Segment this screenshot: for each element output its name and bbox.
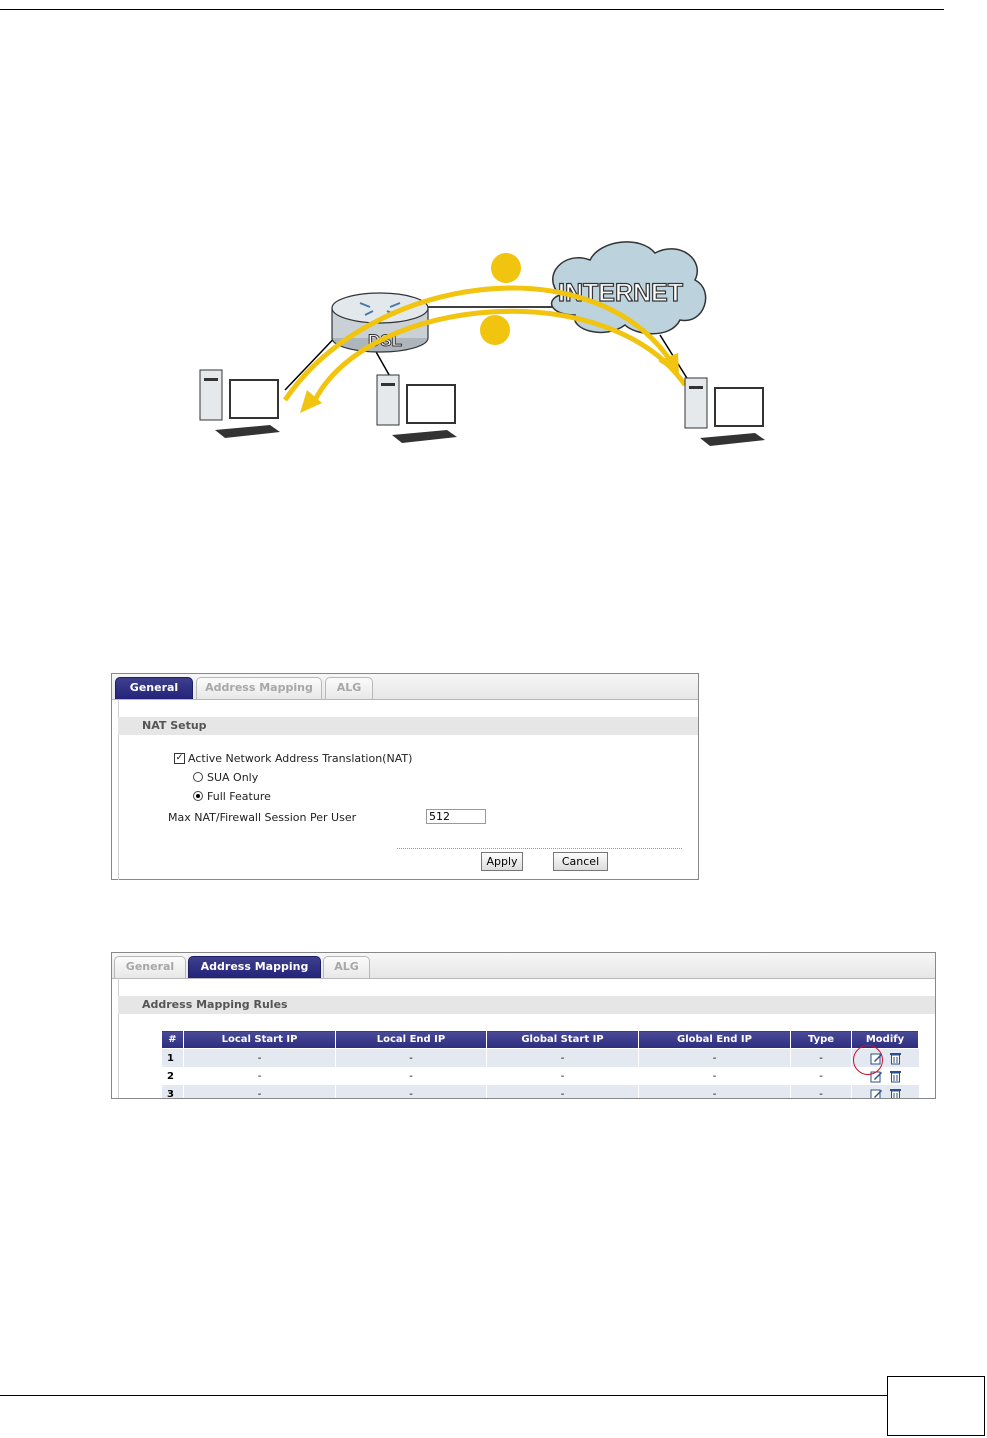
table-row: 3 - - - - - bbox=[161, 1085, 919, 1100]
col-local-start-ip: Local Start IP bbox=[183, 1030, 336, 1049]
col-global-start-ip: Global Start IP bbox=[486, 1030, 639, 1049]
col-global-end-ip: Global End IP bbox=[638, 1030, 791, 1049]
tab-alg[interactable]: ALG bbox=[323, 956, 370, 978]
outbound-arrow bbox=[282, 285, 673, 402]
nat-enable-checkbox[interactable]: ✓ bbox=[174, 753, 185, 764]
nat-enable-label: Active Network Address Translation(NAT) bbox=[188, 752, 413, 765]
edit-icon[interactable] bbox=[870, 1088, 883, 1100]
divider bbox=[397, 848, 682, 849]
cell-global-end: - bbox=[638, 1085, 791, 1098]
computer-icon-right bbox=[684, 377, 765, 446]
tab-general[interactable]: General bbox=[115, 677, 193, 699]
trash-icon[interactable] bbox=[889, 1070, 901, 1083]
cell-global-start: - bbox=[486, 1067, 639, 1085]
radio-sua-only-label: SUA Only bbox=[207, 771, 259, 784]
trash-icon[interactable] bbox=[889, 1088, 901, 1100]
col-num: # bbox=[161, 1030, 184, 1049]
table-row: 2 - - - - - bbox=[161, 1067, 919, 1085]
apply-button[interactable]: Apply bbox=[481, 852, 523, 871]
cell-local-end: - bbox=[335, 1085, 487, 1098]
computer-icon-middle bbox=[376, 374, 457, 443]
panel-left-border bbox=[118, 978, 119, 1098]
table-header: # Local Start IP Local End IP Global Sta… bbox=[161, 1030, 919, 1049]
row-num: 2 bbox=[161, 1067, 184, 1085]
tab-alg[interactable]: ALG bbox=[325, 677, 373, 699]
cell-global-end: - bbox=[638, 1048, 791, 1067]
table-row: 1 - - - - - bbox=[161, 1048, 919, 1067]
cell-local-end: - bbox=[335, 1067, 487, 1085]
edit-icon-highlight-circle bbox=[853, 1045, 883, 1075]
computer-icon-left bbox=[199, 369, 280, 438]
radio-full-feature[interactable] bbox=[193, 791, 203, 801]
radio-sua-only[interactable] bbox=[193, 772, 203, 782]
col-local-end-ip: Local End IP bbox=[335, 1030, 487, 1049]
cell-type: - bbox=[790, 1085, 852, 1098]
cell-local-end: - bbox=[335, 1048, 487, 1067]
row-num: 1 bbox=[161, 1048, 184, 1067]
radio-full-feature-label: Full Feature bbox=[207, 790, 271, 803]
nat-network-diagram: DSL INTERNET bbox=[199, 241, 765, 446]
inbound-arrow bbox=[312, 308, 688, 402]
address-mapping-table: # Local Start IP Local End IP Global Sta… bbox=[161, 1030, 919, 1100]
cloud-icon: INTERNET bbox=[550, 241, 707, 335]
col-modify: Modify bbox=[851, 1030, 919, 1049]
marker-2 bbox=[480, 315, 510, 345]
cell-local-start: - bbox=[183, 1048, 336, 1067]
section-title-address-mapping-rules: Address Mapping Rules bbox=[118, 996, 935, 1014]
cancel-button[interactable]: Cancel bbox=[553, 852, 608, 871]
cell-global-start: - bbox=[486, 1048, 639, 1067]
tab-address-mapping[interactable]: Address Mapping bbox=[196, 677, 322, 699]
max-session-input[interactable]: 512 bbox=[426, 809, 486, 824]
cell-local-start: - bbox=[183, 1085, 336, 1098]
tab-bar: General Address Mapping ALG bbox=[112, 674, 698, 700]
nat-general-screen: General Address Mapping ALG NAT Setup ✓ … bbox=[111, 673, 699, 880]
col-type: Type bbox=[790, 1030, 852, 1049]
page-number-box bbox=[887, 1376, 985, 1436]
nat-address-mapping-screen: General Address Mapping ALG Address Mapp… bbox=[111, 952, 936, 1099]
panel-left-border bbox=[118, 699, 119, 880]
cell-type: - bbox=[790, 1048, 852, 1067]
marker-1 bbox=[491, 253, 521, 283]
section-title-nat-setup: NAT Setup bbox=[118, 717, 698, 735]
cell-modify bbox=[851, 1085, 919, 1100]
header-rule bbox=[0, 9, 944, 10]
tab-bar: General Address Mapping ALG bbox=[112, 953, 935, 979]
max-session-label: Max NAT/Firewall Session Per User bbox=[168, 811, 357, 824]
cell-global-end: - bbox=[638, 1067, 791, 1085]
cloud-label: INTERNET bbox=[558, 279, 683, 307]
trash-icon[interactable] bbox=[889, 1052, 901, 1065]
tab-address-mapping[interactable]: Address Mapping bbox=[188, 956, 321, 978]
row-num: 3 bbox=[161, 1085, 184, 1098]
cell-local-start: - bbox=[183, 1067, 336, 1085]
tab-general[interactable]: General bbox=[114, 956, 186, 978]
cell-global-start: - bbox=[486, 1085, 639, 1098]
footer-rule bbox=[0, 1395, 887, 1396]
cell-type: - bbox=[790, 1067, 852, 1085]
